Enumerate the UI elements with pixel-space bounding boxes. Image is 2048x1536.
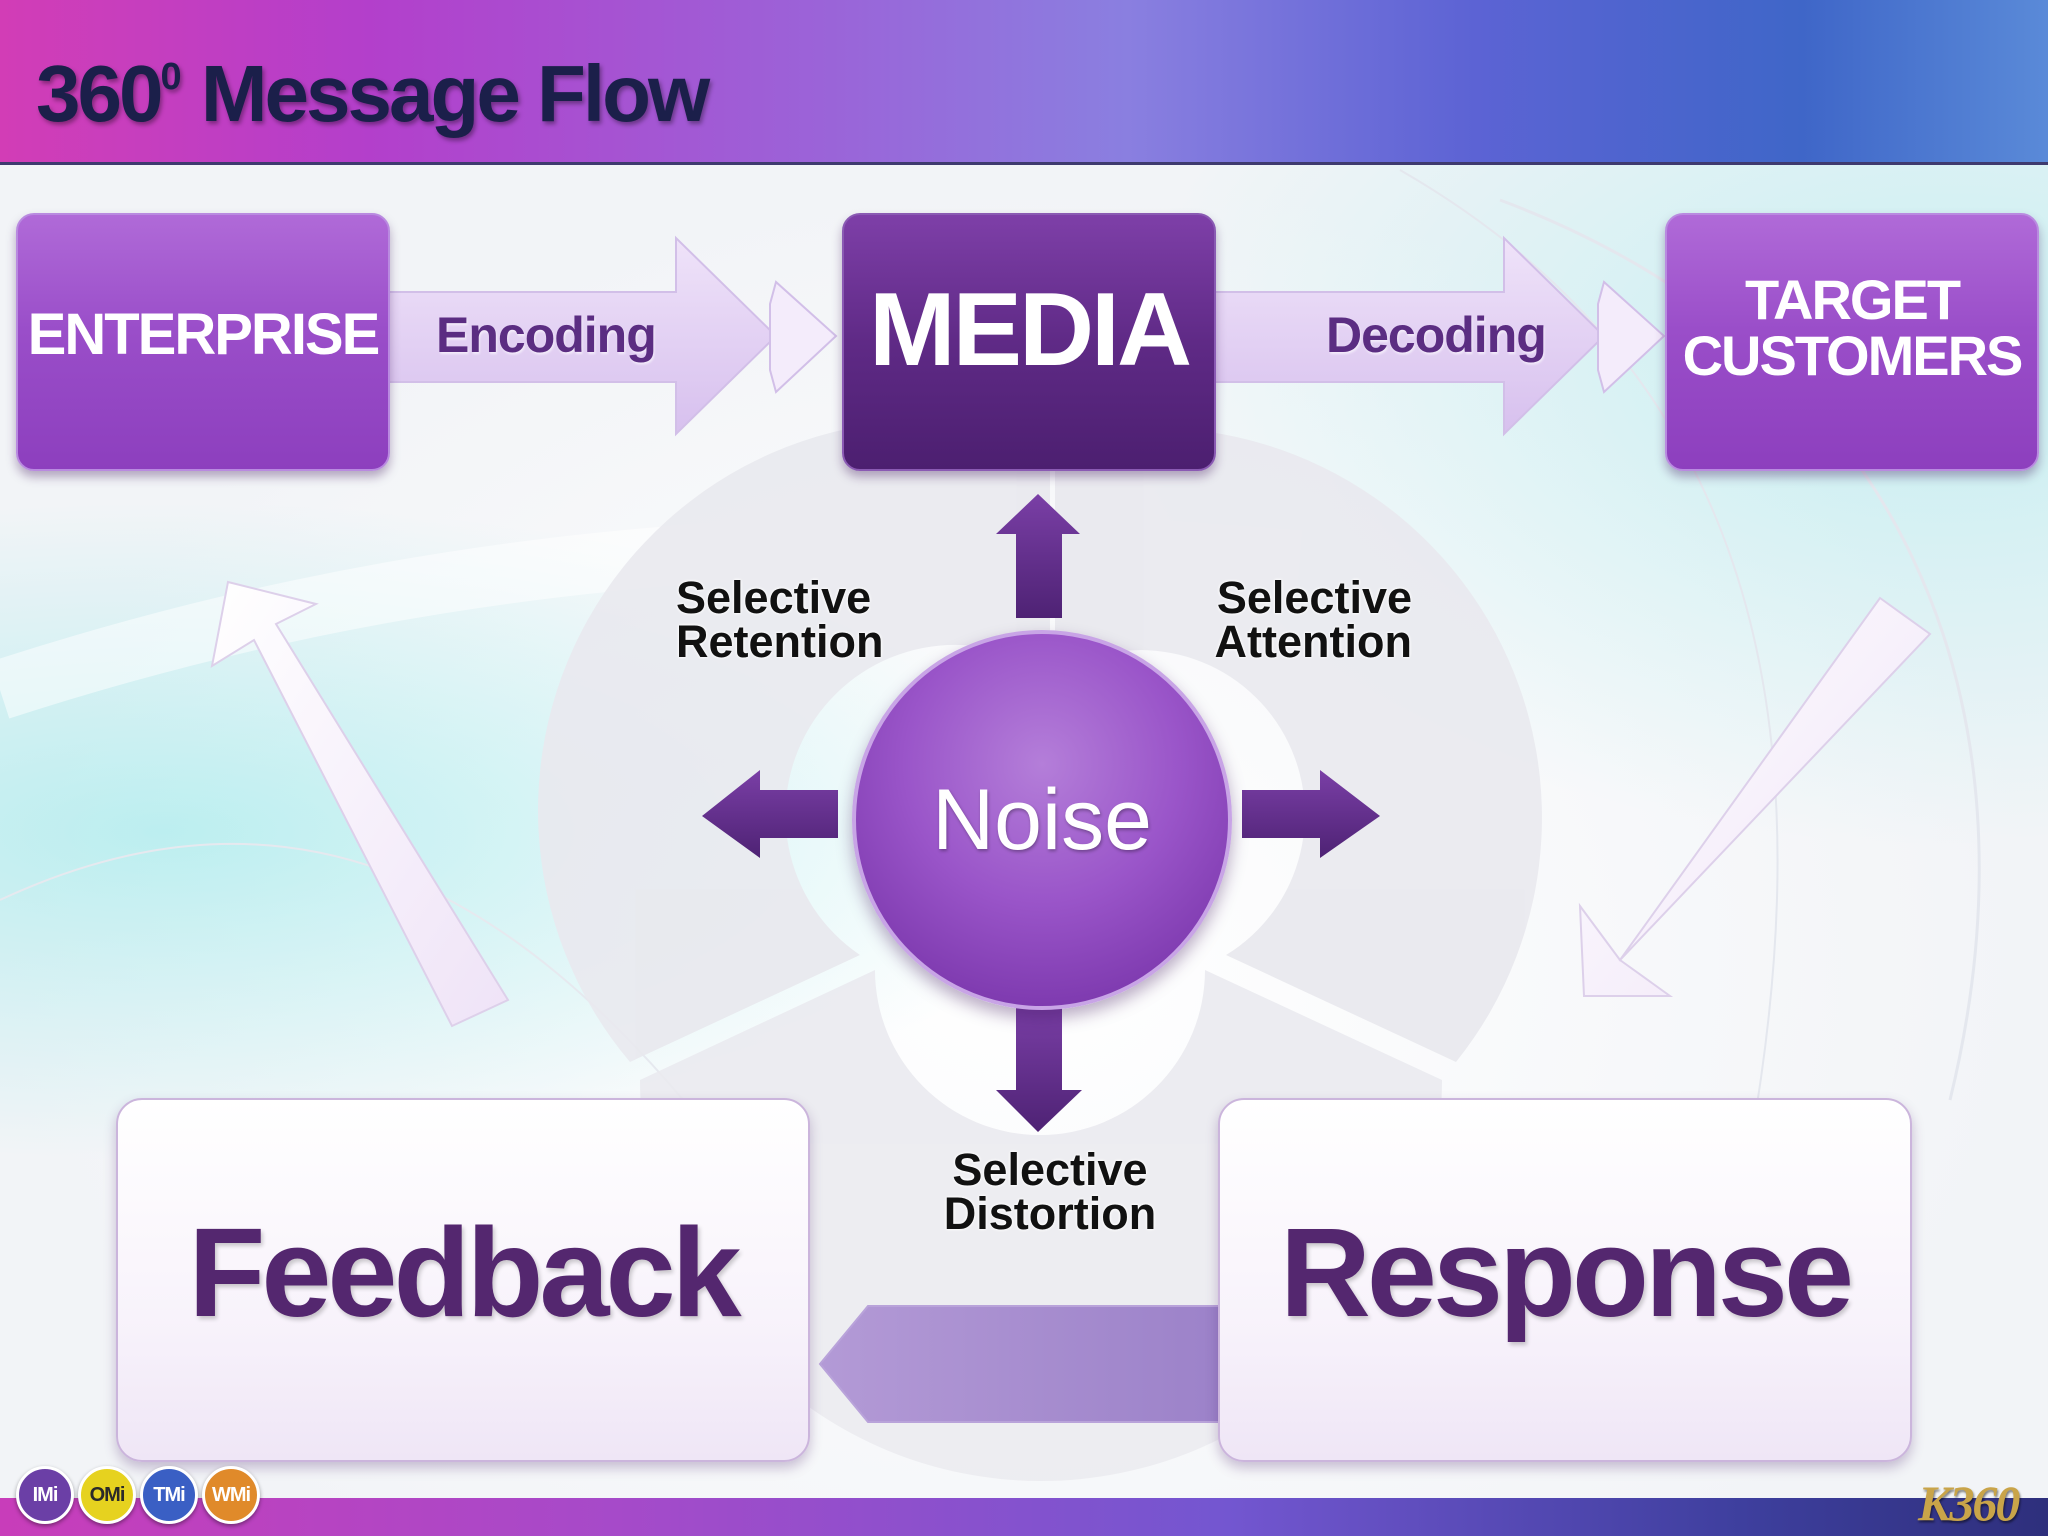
badge-wmi: WMi — [202, 1466, 260, 1524]
swoosh-line — [1499, 198, 1981, 1101]
customers-to-response-arrow — [1578, 596, 1932, 997]
node-noise: Noise — [852, 630, 1232, 1010]
decoding-arrow-tip — [1597, 280, 1666, 394]
label-line: Selective — [952, 1144, 1148, 1195]
node-enterprise-label: ENTERPRISE — [27, 301, 381, 367]
node-media-label: MEDIA — [868, 271, 1192, 388]
label-line: Selective — [1216, 572, 1412, 623]
badge-label: TMi — [153, 1483, 185, 1506]
badge-label: IMi — [32, 1483, 59, 1506]
node-response-label: Response — [1279, 1202, 1854, 1343]
badge-imi: IMi — [16, 1466, 74, 1524]
encoding-arrow-tip — [769, 280, 838, 394]
label-selective-distortion: Selective Distortion — [930, 1144, 1170, 1239]
badge-tmi: TMi — [140, 1466, 198, 1524]
noise-arrow-down — [996, 1006, 1082, 1132]
label-line: Selective — [676, 572, 872, 623]
ring-segment-right — [1055, 427, 1542, 1062]
label-line: Attention — [1214, 616, 1412, 667]
brand-logo: K360 — [1918, 1475, 2020, 1531]
swoosh-line — [1399, 169, 1779, 1201]
node-feedback-label: Feedback — [188, 1202, 741, 1343]
noise-arrow-right — [1242, 770, 1380, 858]
label-selective-attention: Selective Attention — [1190, 572, 1412, 667]
edge-label-encoding: Encoding — [436, 307, 657, 363]
node-target-line2: CUSTOMERS — [1682, 324, 2024, 387]
node-noise-label: Noise — [932, 771, 1152, 868]
page-title: 3600 Message Flow — [36, 49, 710, 138]
badge-omi: OMi — [78, 1466, 136, 1524]
noise-arrow-up — [996, 494, 1080, 618]
footer-badges: IMi OMi TMi WMi — [16, 1466, 260, 1524]
node-target-line1: TARGET — [1744, 268, 1961, 331]
feedback-to-enterprise-arrow — [210, 580, 510, 1028]
ring-segment-left — [538, 420, 1050, 1063]
footer-band — [0, 1498, 2048, 1536]
header-band — [0, 0, 2048, 165]
node-media: MEDIA — [842, 213, 1216, 471]
badge-label: OMi — [89, 1483, 126, 1506]
decoding-arrow — [1207, 235, 1606, 437]
badge-label: WMi — [211, 1483, 251, 1506]
edge-label-decoding: Decoding — [1326, 307, 1547, 363]
noise-arrow-left — [702, 770, 838, 858]
label-selective-retention: Selective Retention — [676, 572, 884, 667]
label-line: Distortion — [943, 1188, 1157, 1239]
response-to-feedback-arrow — [818, 1305, 1221, 1423]
node-response: Response — [1218, 1098, 1912, 1462]
node-enterprise: ENTERPRISE — [16, 213, 390, 471]
label-line: Retention — [676, 616, 884, 667]
encoding-arrow — [379, 235, 778, 437]
node-feedback: Feedback — [116, 1098, 810, 1462]
node-target-customers: TARGET CUSTOMERS — [1665, 213, 2039, 471]
